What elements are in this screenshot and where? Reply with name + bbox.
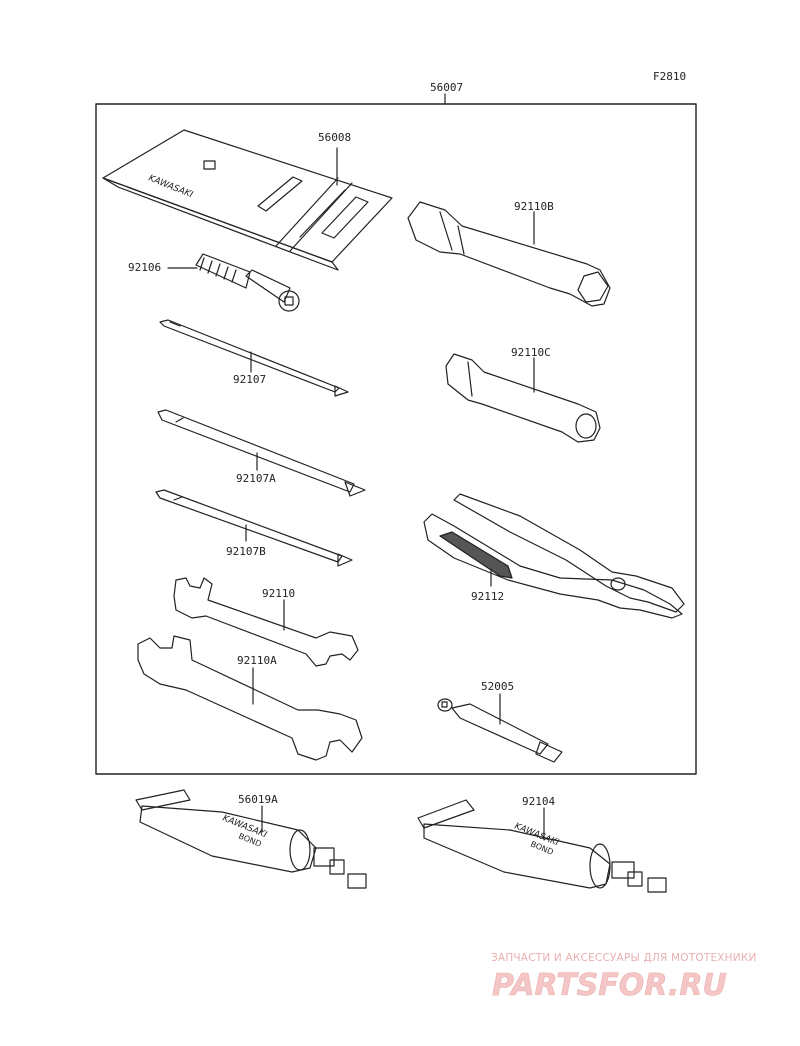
watermark-logo: PARTSFOR.RU [492, 968, 727, 1003]
label-wrench-large: 92110A [237, 654, 277, 667]
box-wrench-large [407, 201, 611, 307]
box-wrench-small [445, 353, 601, 443]
screwdriver-flat [157, 409, 366, 497]
label-screwdriver-combo: 92107B [226, 545, 266, 558]
label-pliers: 92112 [471, 590, 504, 603]
label-pouch: 56008 [318, 131, 351, 144]
label-box-wrench-large: 92110B [514, 200, 554, 213]
gauge [437, 693, 563, 763]
wrench-small [173, 577, 359, 667]
pliers [423, 493, 685, 619]
label-handle: 92106 [128, 261, 161, 274]
label-screwdriver-phillips: 92107 [233, 373, 266, 386]
handle-tool [167, 253, 300, 312]
label-wrench-small: 92110 [262, 587, 295, 600]
tool-pouch: KAWASAKI [102, 129, 393, 271]
label-assembly: 56007 [430, 81, 463, 94]
assembly-frame [95, 93, 697, 775]
screwdriver-phillips [159, 319, 349, 397]
label-bond-right: 92104 [522, 795, 555, 808]
label-bond-left: 56019A [238, 793, 278, 806]
screwdriver-combo [155, 489, 353, 567]
wrench-large [137, 635, 363, 761]
label-screwdriver-flat: 92107A [236, 472, 276, 485]
bond-tube-right: KAWASAKI BOND [417, 799, 667, 893]
figure-code: F2810 [653, 70, 686, 83]
label-gauge: 52005 [481, 680, 514, 693]
watermark-tagline: ЗАПЧАСТИ И АКСЕССУАРЫ ДЛЯ МОТОТЕХНИКИ [491, 952, 757, 964]
label-box-wrench-small: 92110C [511, 346, 551, 359]
watermark-logo-text: PARTSFOR.RU [492, 968, 727, 1003]
